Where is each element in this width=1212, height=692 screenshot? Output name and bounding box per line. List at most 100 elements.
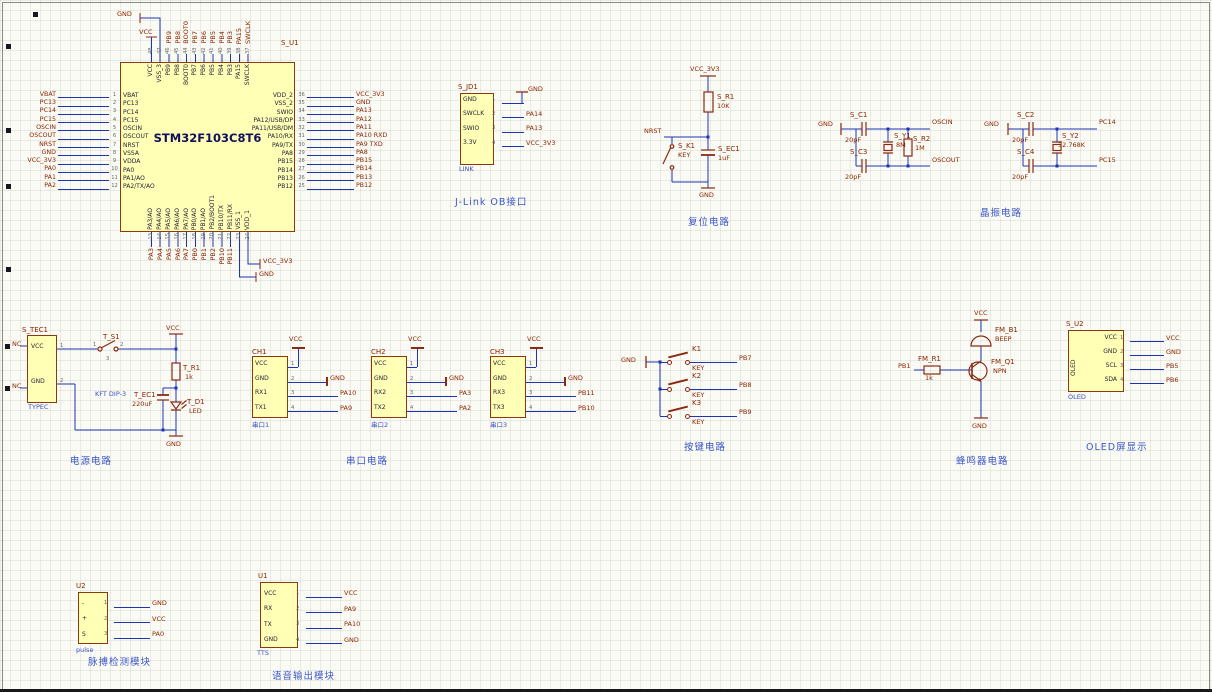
net-label[interactable]: PA15 [235,27,244,44]
net-label[interactable]: PA13 [526,124,543,132]
key-designator[interactable]: K1 [692,345,702,353]
net-label[interactable]: PB11 [578,389,595,397]
gnd-label[interactable]: GND [449,374,464,382]
keys-gnd-label[interactable]: GND [621,356,636,364]
power-switch-ref[interactable]: T_S1 [103,333,120,341]
serial-designator[interactable]: CH3 [490,348,505,356]
net-label[interactable]: PB9 [739,408,752,416]
power-vcc-label[interactable]: VCC [166,324,180,332]
net-label[interactable]: PB2 [208,248,217,261]
power-resistor-ref[interactable]: T_R1 [183,364,201,372]
net-label[interactable]: PA9 [340,403,353,412]
mcu-top-gnd-label[interactable]: GND [117,10,132,18]
pulse-designator[interactable]: U2 [76,582,86,590]
net-label[interactable]: VCC_3V3 [526,138,556,147]
crystal-pc15-label[interactable]: PC15 [1099,156,1116,164]
net-label[interactable]: PA3 [459,389,472,397]
net-label[interactable]: PC13 [39,99,56,107]
net-label[interactable]: VBAT [39,90,56,98]
vcc-label[interactable]: VCC [289,335,303,343]
gnd-label[interactable]: GND [568,374,583,382]
net-label[interactable]: PB12 [356,182,373,190]
net-label[interactable]: PA10 [340,389,357,397]
key-designator[interactable]: K2 [692,372,702,380]
buzzer-pb1-label[interactable]: PB1 [898,362,911,370]
tts-body[interactable] [260,582,298,648]
gnd-label[interactable]: GND [330,374,345,382]
mcu-top-vcc-label[interactable]: VCC [139,28,153,36]
net-label[interactable]: GND [356,99,371,107]
crystal-c4-ref[interactable]: S_C4 [1017,148,1035,156]
net-label[interactable]: PA5 [164,248,173,261]
mcu-designator[interactable]: S_U1 [281,39,299,47]
net-label[interactable]: GND [41,148,56,156]
reset-cap-ref[interactable]: S_EC1 [718,145,740,153]
net-label[interactable]: PA2 [44,182,56,190]
crystal-y1-ref[interactable]: S_Y1 [894,132,911,140]
typec-body[interactable] [27,335,57,403]
crystal-oscin-label[interactable]: OSCIN [932,118,953,126]
net-label[interactable]: PB10 [217,248,226,265]
reset-resistor-ref[interactable]: S_R1 [717,93,735,101]
buzzer-vcc-label[interactable]: VCC [974,309,988,317]
crystal-pc14-label[interactable]: PC14 [1099,118,1116,126]
mcu-bottom-vcc3v3-label[interactable]: VCC_3V3 [263,257,293,265]
key-designator[interactable]: K3 [692,399,702,407]
crystal-c3-ref[interactable]: S_C3 [850,148,868,156]
crystal-oscout-label[interactable]: OSCOUT [932,156,960,164]
net-label[interactable]: VCC [1166,333,1180,342]
crystal-left-gnd-label[interactable]: GND [818,120,833,128]
net-label[interactable]: PB7 [191,31,200,44]
net-label[interactable]: PB0 [191,248,200,261]
pulse-body[interactable] [78,592,108,644]
net-label[interactable]: PA6 [173,248,182,261]
serial-connector-body[interactable] [252,356,288,418]
net-label[interactable]: PA11 [356,123,372,131]
power-led-ref[interactable]: T_D1 [187,398,205,406]
reset-nrst-label[interactable]: NRST [644,127,662,135]
reset-vcc-label[interactable]: VCC_3V3 [690,65,720,73]
net-label[interactable]: PA14 [526,109,543,118]
net-label[interactable]: PB8 [173,31,182,44]
net-label[interactable]: PA12 [356,115,372,123]
jlink-designator[interactable]: S_JD1 [458,83,478,91]
net-label[interactable]: PA7 [182,248,191,261]
serial-designator[interactable]: CH2 [371,348,386,356]
net-label[interactable]: PB11 [226,248,235,265]
net-label[interactable]: PA9 [344,604,357,613]
crystal-r2-ref[interactable]: S_R2 [913,135,931,143]
net-label[interactable]: PB7 [739,354,752,362]
net-label[interactable]: PB10 [578,403,595,412]
power-gnd-label[interactable]: GND [166,440,181,448]
net-label[interactable]: PA4 [155,248,164,261]
net-label[interactable]: SWCLK [243,21,252,44]
tts-designator[interactable]: U1 [258,572,268,580]
net-label[interactable]: PB8 [739,381,752,389]
serial-connector-body[interactable] [371,356,407,418]
mcu-body[interactable] [120,62,295,232]
net-label[interactable]: PB1 [199,248,208,261]
buzzer-resistor-ref[interactable]: FM_R1 [918,355,941,363]
vcc-label[interactable]: VCC [408,335,422,343]
buzzer-ref[interactable]: FM_B1 [995,326,1018,334]
net-label[interactable]: PC15 [39,115,56,123]
crystal-y2-ref[interactable]: S_Y2 [1062,132,1079,140]
oled-body[interactable] [1068,330,1124,392]
net-label[interactable]: VCC [344,589,358,597]
net-label[interactable]: BOOT0 [182,21,191,44]
net-label[interactable]: GND [152,599,167,607]
net-label[interactable]: PA0 [152,630,165,638]
net-label[interactable]: PA10 RXD [356,132,388,140]
net-label[interactable]: GND [1166,347,1181,356]
net-label[interactable]: OSCIN [36,123,56,131]
net-label[interactable]: PA3 [147,248,156,261]
net-label[interactable]: PB5 [208,31,217,44]
net-label[interactable]: PB6 [1166,375,1179,384]
reset-key-ref[interactable]: S_K1 [678,142,695,150]
jlink-gnd-label[interactable]: GND [528,85,543,93]
net-label[interactable]: PA1 [44,173,56,181]
mcu-bottom-gnd-label[interactable]: GND [259,270,274,278]
net-label[interactable]: PB15 [356,157,373,165]
jlink-connector-body[interactable] [460,93,494,165]
